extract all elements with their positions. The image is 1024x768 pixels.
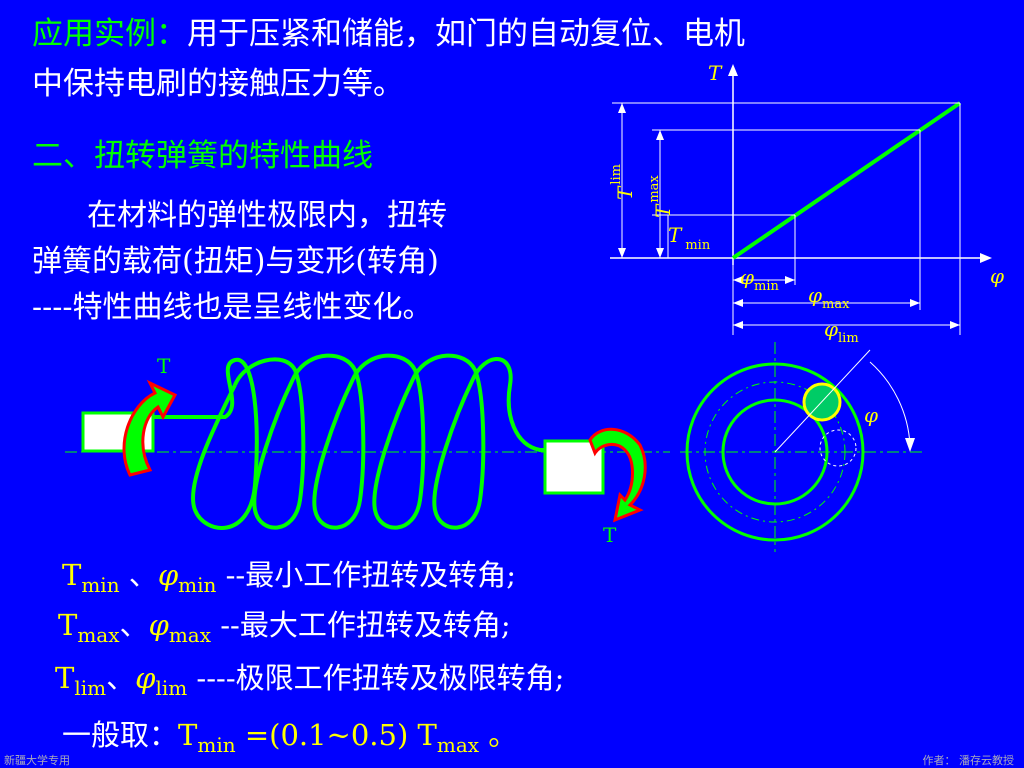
dim-arrow-icon bbox=[618, 248, 626, 258]
dim-arrow-icon bbox=[733, 321, 743, 329]
outer-circle bbox=[685, 362, 865, 542]
def-symbol: T bbox=[55, 661, 75, 695]
formula-t: T bbox=[178, 718, 198, 752]
mean-circle bbox=[704, 381, 846, 523]
dim-arrow-icon bbox=[656, 248, 664, 258]
t-lim-sym: T bbox=[613, 185, 637, 200]
intro-label: 应用实例： bbox=[32, 16, 187, 52]
coil-4 bbox=[353, 353, 426, 530]
torque-label-bottom: T bbox=[603, 523, 617, 547]
formula-t-sub: min bbox=[197, 733, 236, 757]
formula: 一般取：Tmin =(0.1~0.5) Tmax 。 bbox=[62, 712, 517, 757]
phi-lim-sym: φ bbox=[824, 317, 838, 341]
y-axis-label: T bbox=[708, 61, 723, 85]
paragraph-line-3: ----特性曲线也是呈线性变化。 bbox=[32, 290, 433, 325]
t-min-sym: T bbox=[668, 223, 683, 247]
def-phi-subscript: min bbox=[178, 573, 217, 597]
phi-max-sym: φ bbox=[808, 283, 822, 307]
characteristic-line bbox=[731, 101, 962, 260]
dim-arrow-icon bbox=[910, 299, 920, 307]
definition-t-lim: Tlim、φlim ----极限工作扭转及极限转角; bbox=[55, 655, 564, 700]
def-separator: 、 bbox=[106, 661, 136, 695]
spring-end-view: φ bbox=[680, 342, 925, 552]
paragraph: 在材料的弹性极限内，扭转 弹簧的载荷(扭矩)与变形(转角) ----特性曲线也是… bbox=[32, 193, 592, 331]
def-description: --最大工作扭转及转角; bbox=[211, 608, 511, 642]
intro-line-2: 中保持电刷的接触压力等。 bbox=[32, 66, 404, 102]
angle-label: φ bbox=[864, 403, 878, 427]
def-phi: φ bbox=[157, 558, 179, 592]
coil-5 bbox=[413, 353, 486, 530]
rotation-arc bbox=[869, 361, 911, 446]
def-separator: 、 bbox=[119, 558, 158, 592]
formula-expression: =(0.1~0.5) T bbox=[235, 718, 437, 752]
paragraph-line-2: 弹簧的载荷(扭矩)与变形(转角) bbox=[32, 244, 439, 279]
t-lim-label: Tlim bbox=[609, 164, 637, 200]
phi-lim-label: φlim bbox=[824, 317, 859, 346]
t-max-sub: max bbox=[647, 175, 662, 203]
t-max-sym: T bbox=[651, 203, 675, 218]
phi-min-label: φmin bbox=[740, 265, 780, 294]
rotation-arrow-icon bbox=[905, 438, 915, 452]
torque-label-top: T bbox=[157, 354, 171, 378]
definition-t-min: Tmin 、φmin --最小工作扭转及转角; bbox=[62, 552, 516, 597]
def-phi-subscript: lim bbox=[155, 676, 188, 700]
y-axis-arrow-icon bbox=[728, 64, 738, 76]
dim-arrow-icon bbox=[656, 130, 664, 140]
phi-max-label: φmax bbox=[808, 283, 850, 312]
intro-line-1: 应用实例：用于压紧和储能，如门的自动复位、电机 bbox=[32, 14, 745, 54]
torque-arrow-right-icon bbox=[588, 427, 647, 523]
coil-1 bbox=[120, 357, 259, 530]
coil-3 bbox=[293, 353, 366, 530]
def-separator: 、 bbox=[119, 608, 149, 642]
dim-arrow-icon bbox=[950, 321, 960, 329]
dim-arrow-icon bbox=[733, 276, 743, 284]
wire-section-rotated bbox=[819, 429, 857, 467]
def-description: --最小工作扭转及转角; bbox=[216, 558, 516, 592]
t-min-sub: min bbox=[685, 238, 710, 253]
x-axis-arrow-icon bbox=[980, 253, 992, 263]
intro-text-1: 用于压紧和储能，如门的自动复位、电机 bbox=[187, 16, 745, 52]
footer-left: 新疆大学专用 bbox=[4, 754, 70, 767]
coil-6 bbox=[473, 357, 600, 452]
def-subscript: lim bbox=[74, 676, 107, 700]
dim-arrow-icon bbox=[733, 299, 743, 307]
dim-arrow-icon bbox=[785, 276, 795, 284]
dim-arrow-icon bbox=[618, 103, 626, 113]
def-symbol: T bbox=[58, 608, 78, 642]
def-symbol: T bbox=[62, 558, 82, 592]
section-title: 二、扭转弹簧的特性曲线 bbox=[32, 138, 373, 174]
torque-arrow-left-icon bbox=[122, 379, 178, 477]
paragraph-line-1: 在材料的弹性极限内，扭转 bbox=[87, 198, 447, 233]
phi-min-sym: φ bbox=[740, 265, 754, 289]
x-axis-label: φ bbox=[990, 264, 1004, 288]
def-phi: φ bbox=[148, 608, 169, 642]
footer-right: 作者： 潘存云教授 bbox=[922, 754, 1015, 767]
t-max-label: Tmax bbox=[647, 175, 675, 218]
phi-max-sub: max bbox=[822, 297, 850, 312]
formula-end: 。 bbox=[479, 718, 518, 752]
formula-t2-sub: max bbox=[436, 733, 480, 757]
def-phi-subscript: max bbox=[168, 623, 212, 647]
coil-2 bbox=[233, 357, 306, 530]
def-phi: φ bbox=[135, 661, 156, 695]
inner-circle bbox=[721, 398, 829, 506]
torsion-spring-drawing: T T bbox=[65, 353, 670, 547]
spring-coils bbox=[120, 353, 600, 530]
t-lim-sub: lim bbox=[609, 164, 624, 185]
def-description: ----极限工作扭转及极限转角; bbox=[187, 661, 565, 695]
def-subscript: max bbox=[77, 623, 120, 647]
definition-t-max: Tmax、φmax --最大工作扭转及转角; bbox=[58, 602, 511, 647]
phi-lim-sub: lim bbox=[838, 331, 859, 346]
formula-prefix: 一般取： bbox=[62, 718, 179, 752]
phi-min-sub: min bbox=[754, 279, 779, 294]
rotation-radius bbox=[774, 349, 871, 453]
def-subscript: min bbox=[81, 573, 120, 597]
